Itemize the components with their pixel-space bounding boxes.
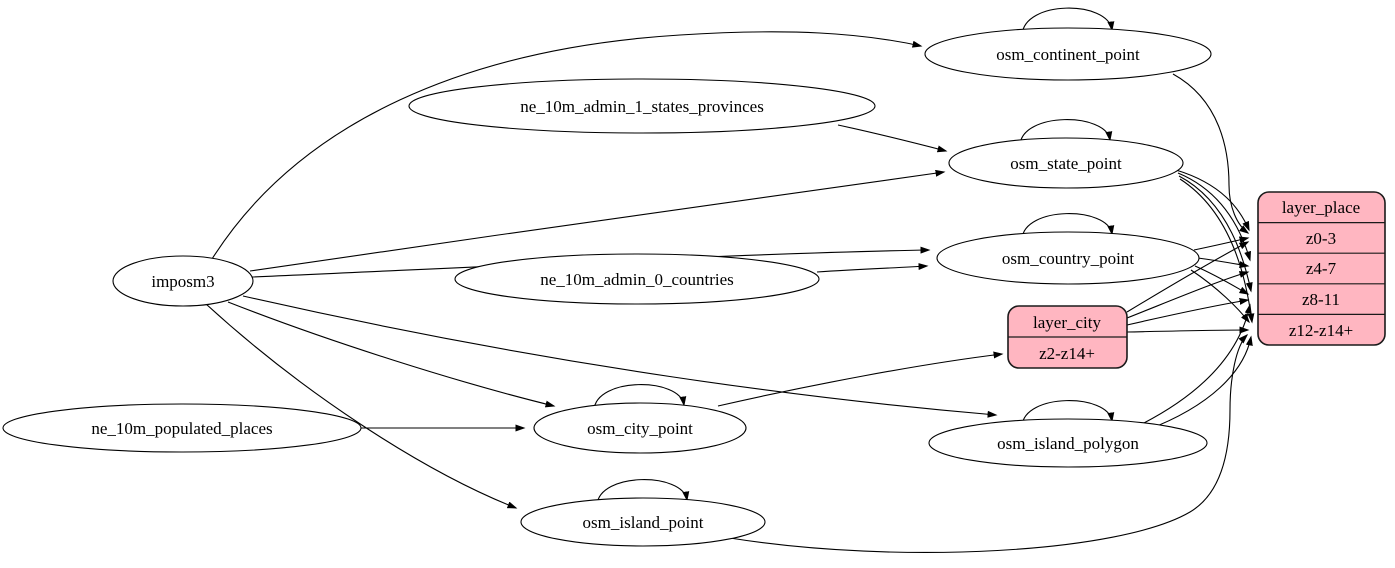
edge-imposm3-continent xyxy=(211,31,923,260)
record-layer-place-title: layer_place xyxy=(1282,198,1360,217)
node-island-point-shape xyxy=(520,497,766,547)
edge-group xyxy=(205,7,1255,554)
node-continent-shape xyxy=(924,27,1212,81)
selfloop-island-point xyxy=(596,479,690,506)
node-nepp-shape xyxy=(2,403,362,453)
record-layer-city-row-z2: z2-z14+ xyxy=(1039,344,1095,363)
edge-imposm3-state xyxy=(249,169,946,272)
selfloop-city xyxy=(593,384,687,411)
node-ne1-shape xyxy=(408,78,876,134)
node-country-shape xyxy=(936,231,1200,285)
record-layer-city-title: layer_city xyxy=(1033,313,1101,332)
edge-city-layer-city xyxy=(717,351,1004,407)
node-continent-label: osm_continent_point xyxy=(996,45,1140,64)
selfloop-country xyxy=(1021,213,1115,240)
edge-imposm3-city xyxy=(227,301,556,408)
node-ne0-shape xyxy=(454,253,820,305)
record-layer-place: layer_place z0-3 z4-7 z8-11 z12-z14+ xyxy=(1257,191,1386,346)
edge-island-polygon-place-z12 xyxy=(1146,335,1253,431)
node-osm-island-point: osm_island_point xyxy=(520,497,766,547)
node-state-shape xyxy=(948,137,1184,189)
node-ne0-label: ne_10m_admin_0_countries xyxy=(540,270,734,289)
node-imposm3-label: imposm3 xyxy=(151,272,214,291)
edge-country-place-z4 xyxy=(1197,257,1250,269)
edge-ne0-country xyxy=(816,263,929,273)
edge-island-point-place-z12 xyxy=(729,333,1249,554)
node-ne-10m-admin-0-countries: ne_10m_admin_0_countries xyxy=(454,253,820,305)
edge-country-place-z0 xyxy=(1193,236,1250,251)
selfloop-state xyxy=(1019,119,1113,146)
node-nepp-label: ne_10m_populated_places xyxy=(91,419,272,438)
edge-imposm3-island-point xyxy=(205,303,518,509)
node-island-polygon-shape xyxy=(928,418,1208,468)
edge-country-place-z12 xyxy=(1190,269,1250,324)
edge-layer-city-place-z8 xyxy=(1126,297,1250,326)
edge-imposm3-island-polygon xyxy=(242,295,998,418)
edge-ne1-state xyxy=(837,124,948,153)
record-layer-place-row-z0: z0-3 xyxy=(1306,229,1336,248)
node-ne-10m-populated-places: ne_10m_populated_places xyxy=(2,403,362,453)
record-layer-city: layer_city z2-z14+ xyxy=(1007,305,1128,369)
node-city-label: osm_city_point xyxy=(587,419,693,438)
node-ne1-label: ne_10m_admin_1_states_provinces xyxy=(520,97,764,116)
edge-country-place-z8 xyxy=(1194,265,1250,295)
record-layer-place-box xyxy=(1257,191,1386,346)
node-island-polygon-label: osm_island_polygon xyxy=(997,434,1139,453)
node-osm-continent-point: osm_continent_point xyxy=(924,27,1212,81)
node-osm-country-point: osm_country_point xyxy=(936,231,1200,285)
edge-state-place-z8 xyxy=(1178,175,1253,293)
edge-layer-city-place-z4 xyxy=(1126,271,1250,319)
node-imposm3-shape xyxy=(112,255,254,307)
edge-layer-city-place-z0 xyxy=(1126,241,1250,313)
node-ne-10m-admin-1-states-provinces: ne_10m_admin_1_states_provinces xyxy=(408,78,876,134)
selfloop-continent xyxy=(1021,7,1115,36)
record-layer-place-row-z4: z4-7 xyxy=(1306,259,1337,278)
record-layer-place-row-z8: z8-11 xyxy=(1302,290,1340,309)
edge-island-polygon-place-z8 xyxy=(1139,303,1252,426)
edge-state-place-z4 xyxy=(1177,172,1251,262)
node-osm-city-point: osm_city_point xyxy=(533,402,747,454)
edge-state-place-z0 xyxy=(1175,169,1250,232)
node-imposm3: imposm3 xyxy=(112,255,254,307)
record-layer-place-row-z12: z12-z14+ xyxy=(1289,321,1353,340)
node-state-label: osm_state_point xyxy=(1010,154,1122,173)
node-group: imposm3 ne_10m_admin_1_states_provinces … xyxy=(2,27,1212,547)
node-osm-state-point: osm_state_point xyxy=(948,137,1184,189)
edge-layer-city-place-z12 xyxy=(1126,326,1250,334)
selfloop-island-polygon xyxy=(1021,400,1115,427)
node-city-shape xyxy=(533,402,747,454)
node-osm-island-polygon: osm_island_polygon xyxy=(928,418,1208,468)
edge-continent-place-z0 xyxy=(1172,73,1250,234)
node-country-label: osm_country_point xyxy=(1002,249,1134,268)
node-island-point-label: osm_island_point xyxy=(583,513,704,532)
